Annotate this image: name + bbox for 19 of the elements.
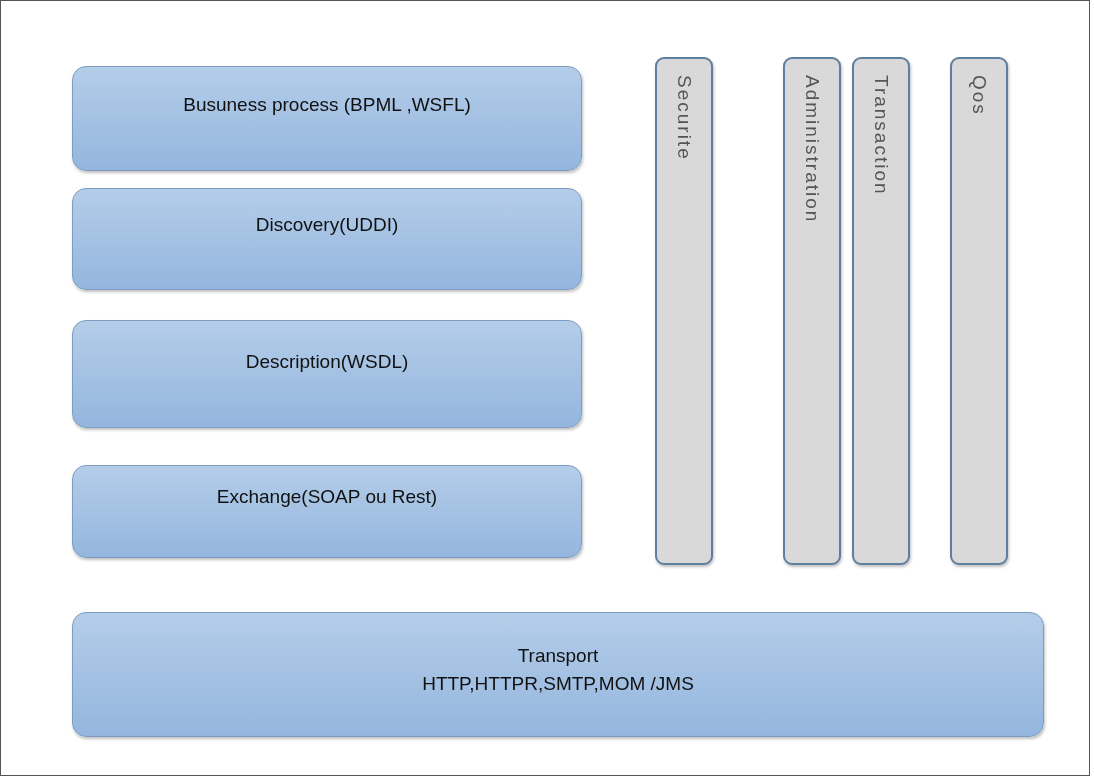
layer-box	[72, 188, 582, 290]
layer-label: Busuness process (BPML ,WSFL)	[182, 94, 472, 116]
layer-label: Discovery(UDDI)	[254, 214, 400, 236]
layer-box	[72, 465, 582, 558]
vertical-layer-bar	[655, 57, 713, 565]
layer-label: Exchange(SOAP ou Rest)	[215, 486, 439, 508]
vertical-layer-bar	[950, 57, 1008, 565]
layer-label: Transport	[516, 645, 600, 667]
layer-label: Administration	[801, 75, 823, 224]
layer-label: Securite	[673, 75, 695, 161]
layer-label: Qos	[968, 75, 990, 116]
layer-box	[72, 320, 582, 428]
layer-label: Transaction	[870, 75, 892, 196]
vertical-layer-bar	[783, 57, 841, 565]
layer-label: Description(WSDL)	[244, 351, 410, 373]
layer-box	[72, 612, 1044, 737]
layer-box	[72, 66, 582, 171]
layer-detail: HTTP,HTTPR,SMTP,MOM /JMS	[421, 673, 695, 695]
vertical-layer-bar	[852, 57, 910, 565]
